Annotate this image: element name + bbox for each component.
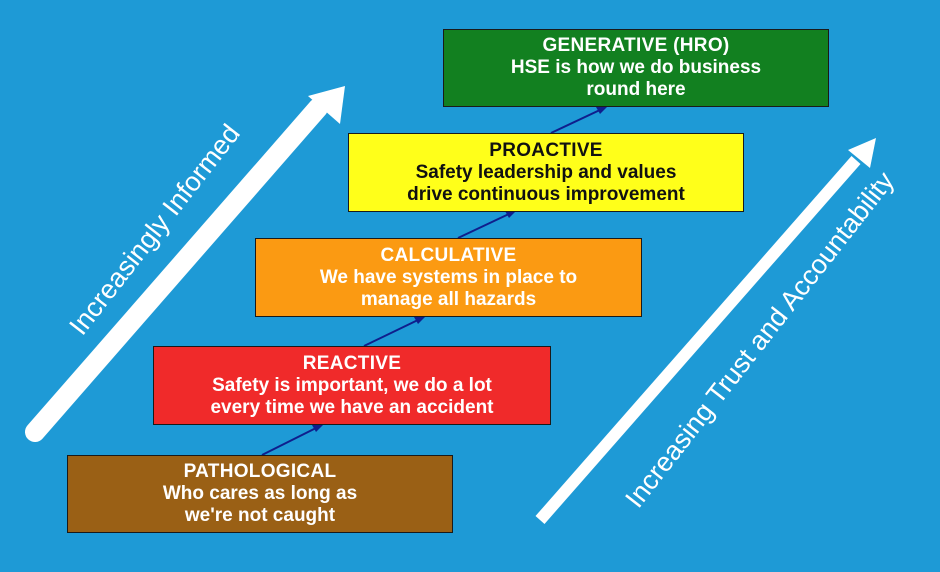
step-calculative: CALCULATIVE We have systems in place to … <box>255 238 642 317</box>
increasing-trust-arrow <box>535 138 876 524</box>
step-title: PATHOLOGICAL <box>183 461 337 482</box>
step-title: PROACTIVE <box>489 139 603 161</box>
step-description: Safety is important, we do a lot every t… <box>210 374 494 418</box>
step-description: HSE is how we do business round here <box>510 57 762 100</box>
step-reactive: REACTIVE Safety is important, we do a lo… <box>153 346 551 425</box>
step-title: GENERATIVE (HRO) <box>542 35 730 56</box>
increasingly-informed-arrow <box>25 86 345 442</box>
step-title: CALCULATIVE <box>380 244 517 266</box>
step-generative: GENERATIVE (HRO) HSE is how we do busine… <box>443 29 829 107</box>
step-description: Safety leadership and values drive conti… <box>407 161 685 205</box>
step-pathological: PATHOLOGICAL Who cares as long as we're … <box>67 455 453 533</box>
step-connectors <box>261 106 608 456</box>
step-proactive: PROACTIVE Safety leadership and values d… <box>348 133 744 212</box>
step-description: We have systems in place to manage all h… <box>319 266 578 310</box>
step-description: Who cares as long as we're not caught <box>162 483 358 526</box>
step-title: REACTIVE <box>302 352 402 374</box>
